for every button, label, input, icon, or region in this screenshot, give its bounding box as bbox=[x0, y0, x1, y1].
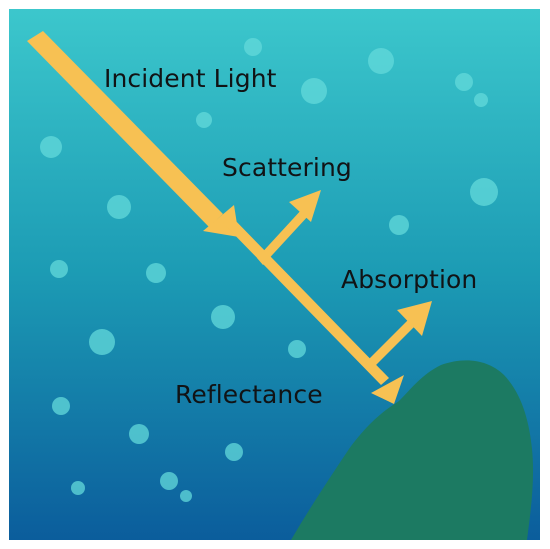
reflectance-arrow bbox=[371, 375, 404, 404]
particle bbox=[89, 329, 115, 355]
particle bbox=[71, 481, 85, 495]
scattering-arrow bbox=[257, 190, 321, 265]
particle bbox=[368, 48, 394, 74]
particle bbox=[389, 215, 409, 235]
particle bbox=[180, 490, 192, 502]
particle bbox=[196, 112, 212, 128]
scattering-label: Scattering bbox=[222, 153, 352, 182]
particle bbox=[474, 93, 488, 107]
particle bbox=[129, 424, 149, 444]
underwater-light-diagram bbox=[9, 9, 540, 540]
absorption-arrow bbox=[365, 301, 432, 370]
particles bbox=[40, 38, 498, 502]
particle bbox=[470, 178, 498, 206]
particle bbox=[455, 73, 473, 91]
particle bbox=[288, 340, 306, 358]
absorption-label: Absorption bbox=[341, 265, 478, 294]
particle bbox=[160, 472, 178, 490]
diagram: Incident Light Scattering Absorption Ref… bbox=[9, 9, 540, 540]
reflectance-label: Reflectance bbox=[175, 380, 323, 409]
particle bbox=[146, 263, 166, 283]
particle bbox=[211, 305, 235, 329]
particle bbox=[244, 38, 262, 56]
seafloor-mound bbox=[291, 360, 534, 540]
particle bbox=[301, 78, 327, 104]
particle bbox=[225, 443, 243, 461]
particle bbox=[52, 397, 70, 415]
particle bbox=[50, 260, 68, 278]
particle bbox=[107, 195, 131, 219]
particle bbox=[40, 136, 62, 158]
incident-light-label: Incident Light bbox=[104, 64, 277, 93]
